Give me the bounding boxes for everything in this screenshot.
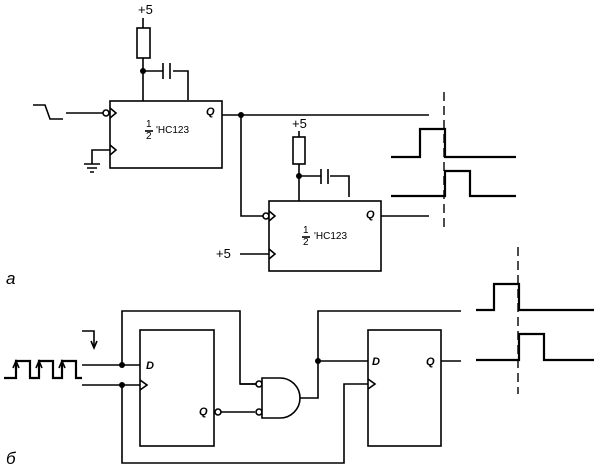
and-gate	[261, 377, 301, 419]
cascade-wire	[240, 115, 263, 217]
rising-edge-arrow	[12, 358, 20, 378]
ic2-q-label: Q	[366, 209, 375, 221]
rising-edge-arrow	[58, 358, 66, 378]
pulse-waveform-3	[476, 282, 594, 312]
ff2-d-label: D	[372, 356, 380, 368]
ground-wire	[84, 149, 110, 173]
ff2-q-label: Q	[426, 356, 435, 368]
ic2-part-number: 'HC123	[314, 231, 347, 242]
clock-distribution-wire	[121, 383, 368, 464]
ff1-d-label: D	[146, 360, 154, 372]
supply-top-label: +5	[138, 2, 153, 17]
rc-node-1-wire	[142, 58, 189, 108]
clock-triangle	[268, 210, 277, 222]
junction-dot	[140, 68, 146, 74]
ic1-part-number: 'HC123	[156, 125, 189, 136]
supply-left-label: +5	[216, 246, 231, 261]
clock-triangle	[268, 248, 277, 260]
flip-flop-1	[139, 329, 215, 447]
inverted-input-bubble	[255, 380, 263, 388]
diagram-a-label: а	[6, 269, 15, 288]
ic2-half-den: 2	[303, 237, 309, 248]
diagram-b: D Q D Q б	[4, 247, 594, 468]
clock-waveform	[4, 359, 82, 380]
timing-resistor-1	[136, 27, 151, 59]
pulse-waveform-2	[391, 169, 516, 198]
rising-edge-arrow	[35, 358, 43, 378]
inverted-input-bubble	[255, 408, 263, 416]
timing-capacitor-1	[162, 63, 171, 79]
rc-node-2-wire	[298, 164, 350, 201]
falling-edge-symbol	[33, 104, 63, 120]
clock-triangle	[109, 144, 118, 156]
ff1-q-label: Q	[199, 406, 208, 418]
flip-flop-2	[367, 329, 442, 447]
pulse-waveform-4	[476, 332, 594, 362]
ic1-q-label: Q	[206, 106, 215, 118]
timing-resistor-2	[292, 136, 306, 165]
ic-hc123-2	[268, 200, 382, 272]
timing-capacitor-2	[320, 169, 329, 184]
clock-triangle	[139, 379, 149, 391]
gate-output-wire	[300, 310, 461, 399]
junction-dot	[296, 173, 302, 179]
pulse-waveform-1	[391, 127, 516, 159]
inverted-input-bubble	[262, 212, 270, 220]
ic-hc123-1	[109, 100, 223, 169]
clock-triangle	[109, 107, 118, 119]
diagram-b-label: б	[6, 449, 17, 468]
inverted-input-bubble	[102, 109, 110, 117]
supply-mid-label: +5	[292, 116, 307, 131]
ic1-half-num: 1	[146, 119, 152, 130]
inverted-output-bubble	[214, 408, 222, 416]
falling-edge-symbol	[82, 330, 95, 346]
falling-edge-arrow	[90, 340, 98, 351]
ic2-half-num: 1	[303, 225, 309, 236]
ic1-half-den: 2	[146, 131, 152, 142]
diagram-a: +5 1 2 'HC123 Q +5	[6, 2, 516, 288]
clock-triangle	[367, 378, 377, 390]
